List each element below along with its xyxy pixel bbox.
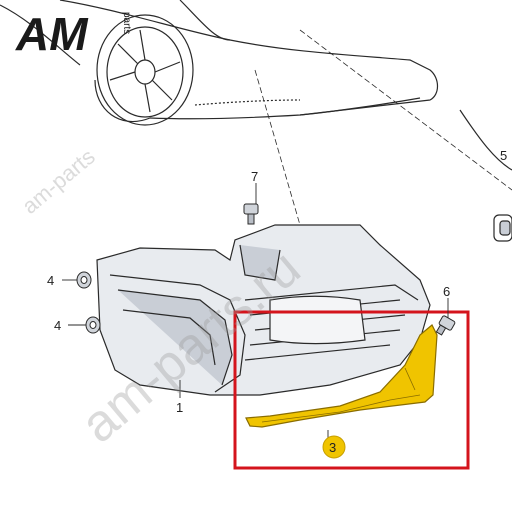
logo-sub-text: parts: [121, 12, 132, 34]
leader-lines: [254, 29, 512, 226]
callout-3: 3: [329, 440, 336, 455]
watermark-small: am-parts: [17, 144, 100, 219]
nut-4-lower: [85, 316, 101, 334]
callout-1: 1: [176, 400, 183, 415]
trim-strip-part: [245, 324, 438, 428]
logo-main-text: AM: [15, 8, 89, 60]
callout-3-badge: 3: [322, 435, 346, 459]
fog-lamp-housing: [96, 224, 431, 396]
callout-5: 5: [500, 148, 507, 163]
callout-6: 6: [443, 284, 450, 299]
callout-7: 7: [251, 169, 258, 184]
callout-4-upper: 4: [47, 273, 54, 288]
vehicle-outline: [0, 0, 512, 171]
screw-7: [243, 203, 259, 225]
callout-4-lower: 4: [54, 318, 61, 333]
wheel: [96, 14, 194, 126]
am-parts-logo: AM parts: [15, 8, 132, 60]
screw-6: [435, 315, 456, 336]
nut-4-upper: [76, 271, 92, 289]
bracket-fragment: [493, 214, 512, 242]
highlight-box: [233, 310, 470, 470]
